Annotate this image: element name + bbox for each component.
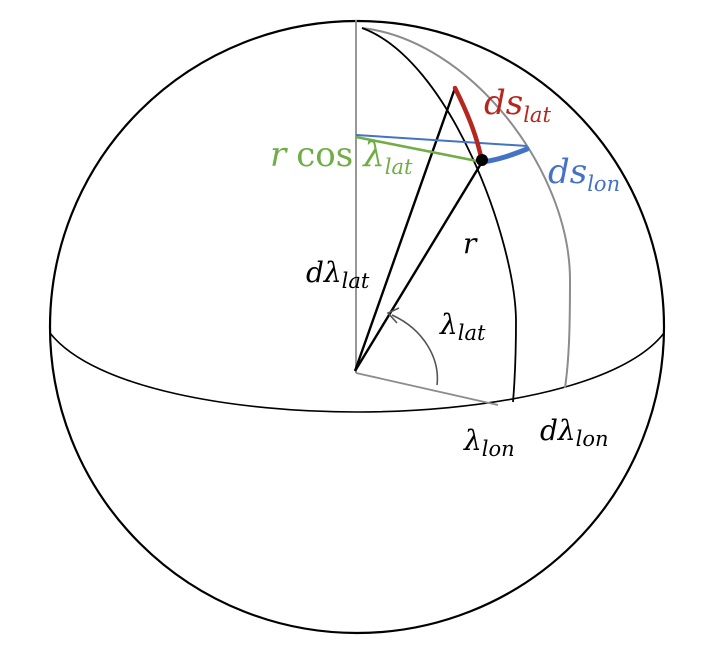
label-d-lambda-lat: dλlat: [306, 256, 370, 293]
label-ds-lon: dslon: [548, 152, 620, 196]
ds-lon-arc: [479, 146, 530, 165]
radius-to-upper-point: [353, 87, 457, 372]
label-ds-lat: dslat: [484, 83, 551, 127]
r-cos-lambda-lat-line: [355, 135, 483, 164]
equator-arc: [49, 332, 665, 413]
surface-point: [476, 154, 488, 166]
meridian-lon: [361, 27, 517, 403]
meridian-lon-plus-dlon: [361, 27, 572, 389]
label-r: r: [463, 227, 478, 260]
latitude-radius-to-lon-meridian: [355, 134, 528, 147]
lambda-lat-angle-arc: [391, 314, 439, 386]
label-lambda-lat: λlat: [439, 308, 486, 345]
radius-r: [353, 161, 484, 372]
label-lambda-lon: λlon: [463, 424, 515, 461]
label-d-lambda-lon: dλlon: [540, 414, 609, 451]
sphere-outline: [48, 19, 666, 635]
equatorial-radius: [355, 372, 499, 406]
lambda-lat-angle-arrowhead: [386, 307, 400, 324]
